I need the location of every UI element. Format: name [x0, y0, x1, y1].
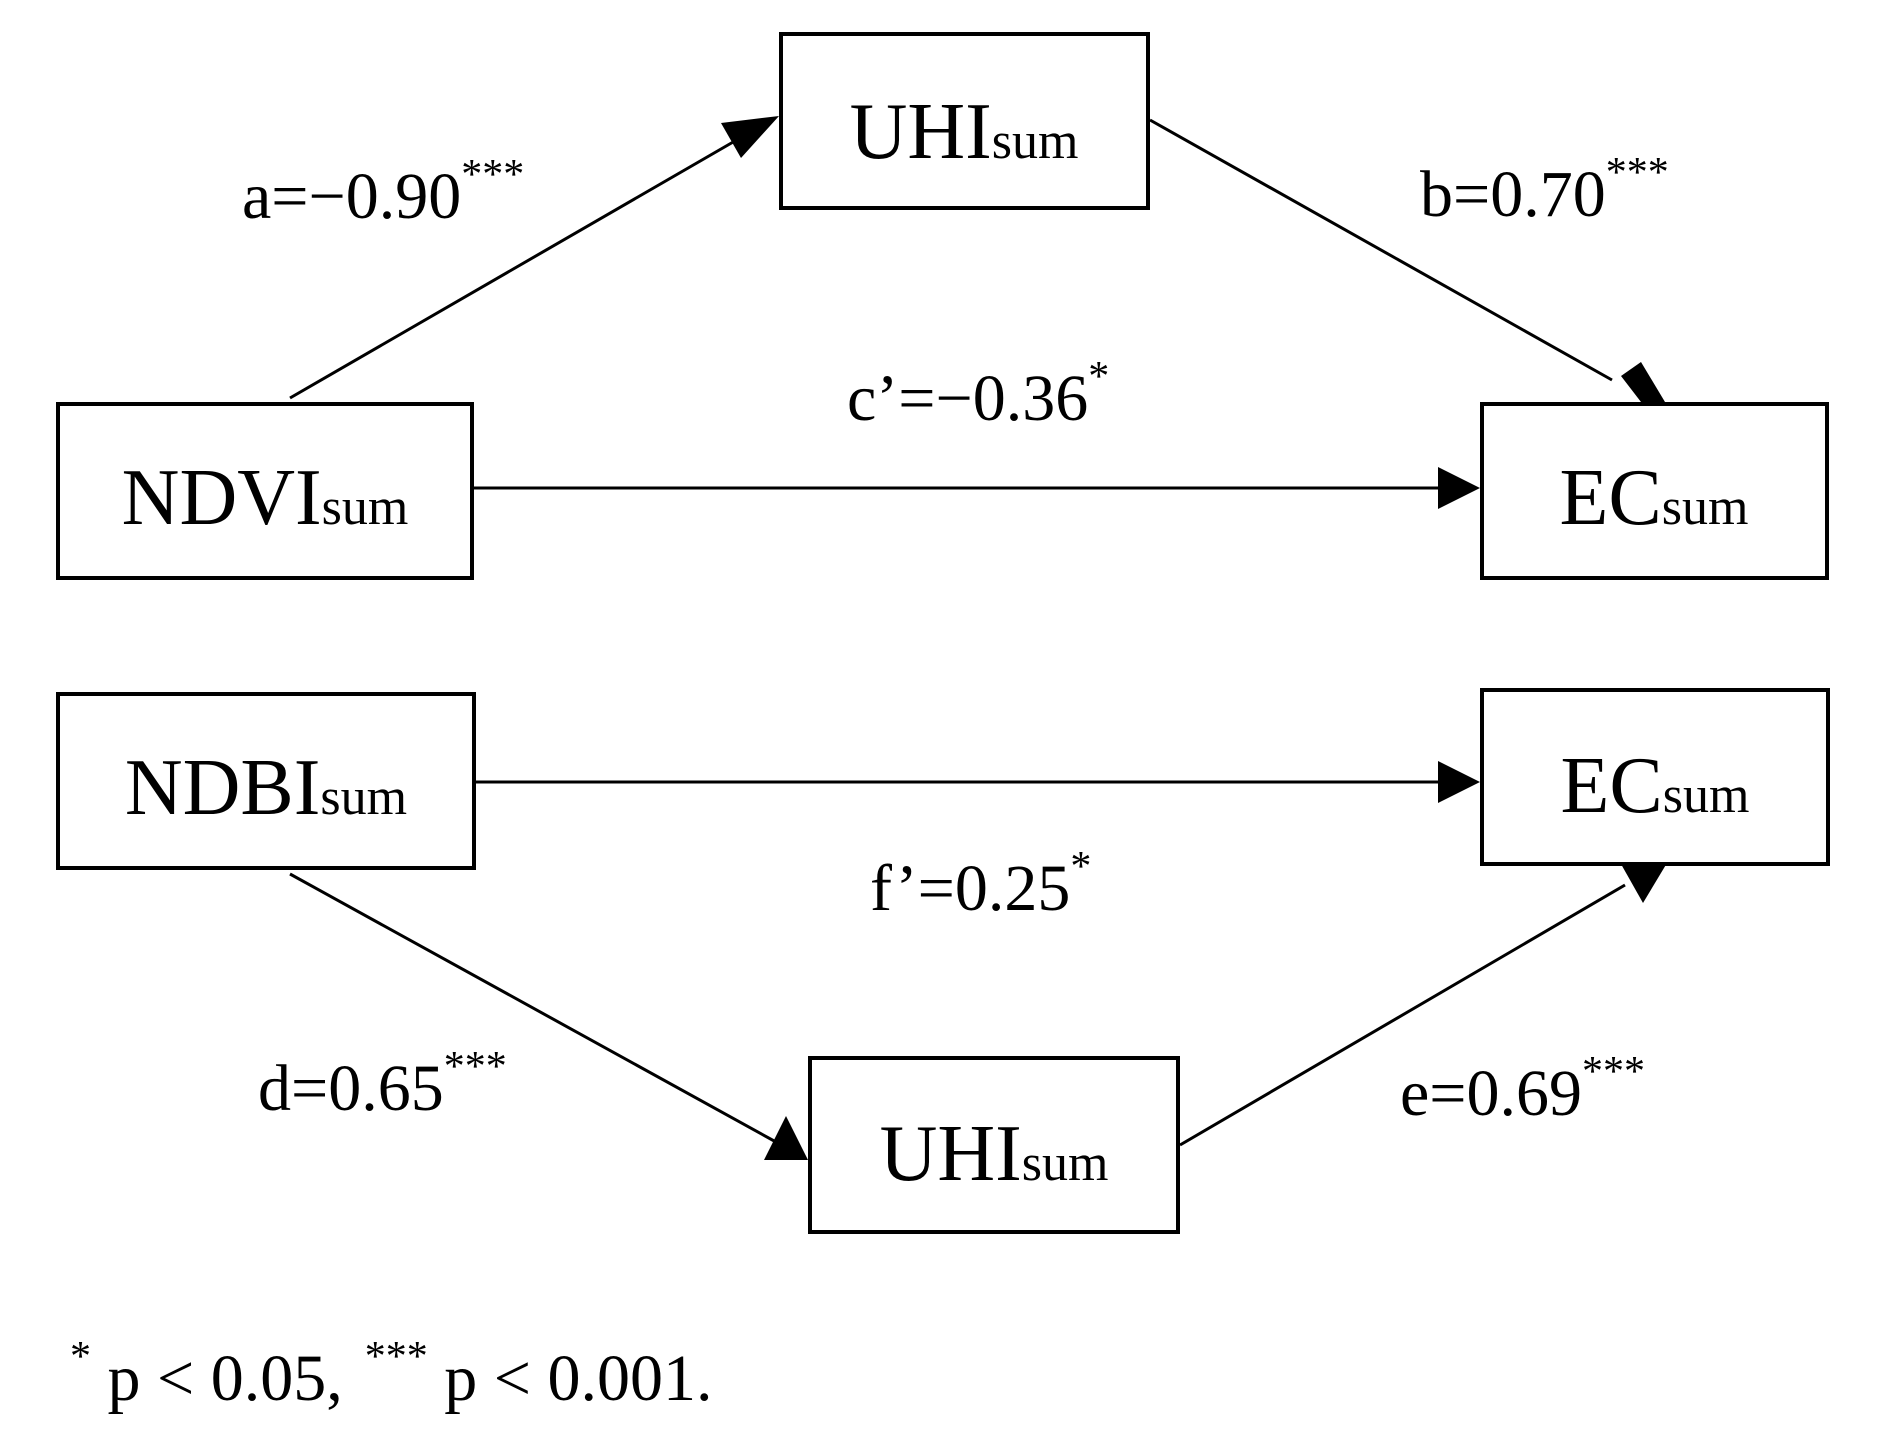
node-label: NDBI: [125, 744, 321, 832]
path-f-prime-label: f’=0.25*: [870, 844, 1091, 925]
path-a-label: a=−0.90***: [242, 152, 524, 233]
node-ndbi-sum: NDBIsum: [56, 692, 476, 870]
node-label: EC: [1561, 742, 1663, 830]
svg-text:UHIsum: UHIsum: [850, 88, 1079, 176]
edge-ndvi-to-uhi: [289, 132, 748, 400]
svg-text:ECsum: ECsum: [1561, 742, 1750, 830]
arrowhead-uhi-to-ec-bottom: [1621, 863, 1667, 903]
arrowhead-ndbi-to-uhi: [764, 1116, 808, 1160]
significance-mark: *: [1088, 354, 1109, 400]
node-ndvi-sum: NDVIsum: [56, 402, 474, 580]
svg-text:NDVIsum: NDVIsum: [122, 454, 409, 542]
node-subscript: sum: [992, 113, 1079, 170]
edge-uhi-to-ec: [1149, 118, 1613, 382]
node-label: UHI: [880, 1110, 1022, 1198]
footnote-text-1: p < 0.05,: [91, 1342, 343, 1415]
model-ndvi: NDVIsum UHIsum ECsum a=−0.90*** b=0.70**…: [56, 32, 1829, 580]
node-subscript: sum: [1663, 767, 1750, 824]
significance-mark: ***: [1582, 1049, 1645, 1095]
node-ec-sum-bottom: ECsum: [1480, 688, 1830, 866]
significance-mark: ***: [444, 1044, 507, 1090]
node-subscript: sum: [1022, 1135, 1109, 1192]
significance-mark: *: [1070, 844, 1091, 890]
arrowhead-uhi-to-ec: [1621, 362, 1665, 402]
significance-mark: ***: [1606, 150, 1669, 196]
significance-footnote: * p < 0.05, *** p < 0.001.: [70, 1334, 712, 1415]
svg-text:ECsum: ECsum: [1560, 454, 1749, 542]
node-uhi-sum-bottom: UHIsum: [808, 1056, 1180, 1234]
footnote-mark-2: ***: [365, 1334, 428, 1380]
arrowhead-ndvi-to-ec: [1438, 467, 1480, 509]
footnote-mark-1: *: [70, 1334, 91, 1380]
svg-text:NDBIsum: NDBIsum: [125, 744, 407, 832]
node-subscript: sum: [1662, 479, 1749, 536]
significance-mark: ***: [461, 152, 524, 198]
node-subscript: sum: [320, 769, 407, 826]
path-e-label: e=0.69***: [1400, 1049, 1645, 1130]
arrowhead-ndbi-to-ec: [1438, 761, 1480, 803]
edge-uhi-to-ec-bottom: [1179, 883, 1626, 1147]
node-uhi-sum-top: UHIsum: [779, 32, 1150, 210]
path-b-label: b=0.70***: [1420, 150, 1669, 231]
edge-ndbi-to-uhi: [289, 872, 777, 1144]
node-label: UHI: [850, 88, 992, 176]
model-ndbi: NDBIsum ECsum UHIsum f’=0.25* d=0.65*** …: [56, 688, 1830, 1234]
node-label: NDVI: [122, 454, 322, 542]
node-label: EC: [1560, 454, 1662, 542]
footnote-text-2: p < 0.001.: [428, 1342, 713, 1415]
node-ec-sum-top: ECsum: [1480, 402, 1829, 580]
node-subscript: sum: [322, 479, 409, 536]
arrowhead-ndvi-to-uhi: [721, 116, 779, 158]
svg-text:UHIsum: UHIsum: [880, 1110, 1109, 1198]
path-c-prime-label: c’=−0.36*: [847, 354, 1109, 435]
path-d-label: d=0.65***: [258, 1044, 507, 1125]
